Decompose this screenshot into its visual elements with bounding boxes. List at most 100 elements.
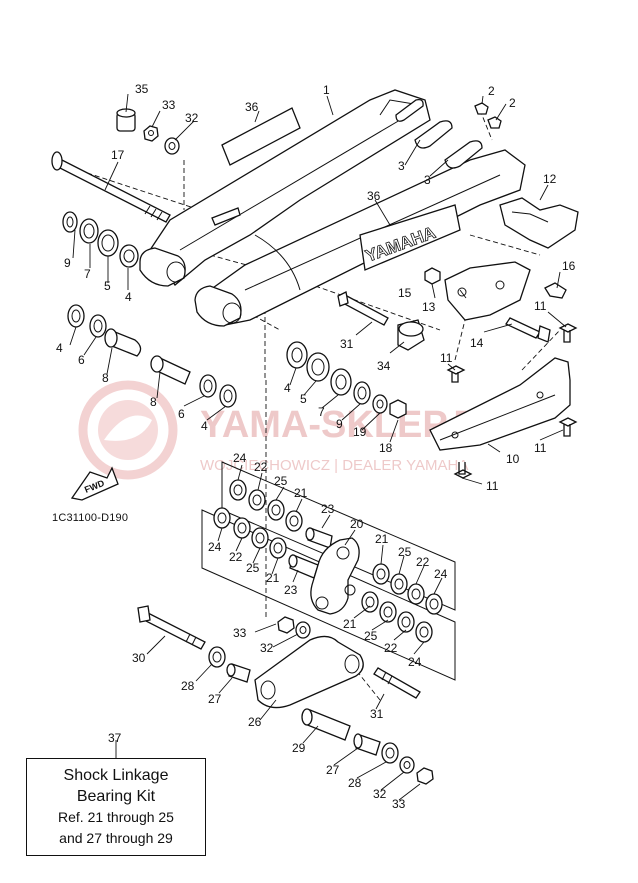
callout-7: 7: [318, 405, 325, 419]
kit-ref-line2: and 27 through 29: [59, 830, 173, 846]
callout-4: 4: [284, 381, 291, 395]
washer-32-top: [164, 137, 180, 155]
callout-25: 25: [274, 474, 288, 488]
fwd-arrow-icon: FWD: [70, 466, 119, 501]
kit-title-line2: Bearing Kit: [76, 788, 156, 805]
callout-36: 36: [367, 189, 381, 203]
callout-22: 22: [416, 555, 430, 569]
watermark-logo: [78, 380, 178, 480]
callout-29: 29: [292, 741, 306, 755]
decal-rear: [359, 204, 461, 271]
callout-20: 20: [350, 517, 364, 531]
bolts-2: [474, 102, 502, 129]
washer-32-lower: [399, 756, 415, 774]
callout-21: 21: [375, 532, 389, 546]
callout-25: 25: [398, 545, 412, 559]
catalog-code: 1C31100-D190: [52, 512, 129, 524]
callout-34: 34: [377, 359, 391, 373]
callout-22: 22: [229, 550, 243, 564]
callout-32: 32: [185, 111, 199, 125]
bolt-31-lower: [373, 667, 421, 699]
callout-24: 24: [434, 567, 448, 581]
callout-24: 24: [233, 451, 247, 465]
callout-25: 25: [246, 561, 260, 575]
screws-11: [446, 323, 578, 479]
callout-9: 9: [336, 417, 343, 431]
callout-2: 2: [509, 96, 516, 110]
callout-15: 15: [398, 286, 412, 300]
bolt-30: [137, 605, 206, 650]
left-bearing-stack: [62, 211, 139, 268]
callout-16: 16: [562, 259, 576, 273]
callout-4: 4: [56, 341, 63, 355]
callout-21: 21: [294, 486, 308, 500]
bolt-15: [424, 267, 441, 285]
callout-31: 31: [340, 337, 354, 351]
callout-3: 3: [424, 173, 431, 187]
callout-32: 32: [260, 641, 274, 655]
callout-35: 35: [135, 82, 149, 96]
callout-28: 28: [181, 679, 195, 693]
callout-11: 11: [486, 479, 499, 493]
kit-title-line1: Shock Linkage: [63, 767, 169, 784]
relay-bearings-lower: [213, 507, 319, 579]
callout-8: 8: [102, 371, 109, 385]
callout-33: 33: [162, 98, 176, 112]
callout-13: 13: [422, 300, 436, 314]
callout-3: 3: [398, 159, 405, 173]
callout-6: 6: [78, 353, 85, 367]
callout-11: 11: [534, 441, 547, 455]
callout-2: 2: [488, 84, 495, 98]
callout-4: 4: [201, 419, 208, 433]
callout-5: 5: [104, 279, 111, 293]
kit-ref-line1: Ref. 21 through 25: [58, 809, 174, 825]
guide-bracket-13: [444, 261, 531, 321]
callout-31: 31: [370, 707, 384, 721]
collar-35: [116, 108, 136, 132]
callout-17: 17: [111, 148, 125, 162]
nut-33-lower: [416, 767, 434, 785]
callout-36: 36: [245, 100, 259, 114]
bolt-14: [505, 317, 551, 343]
bushing-28-lower: [381, 742, 399, 764]
relay-bearings-upper: [229, 479, 333, 549]
callout-8: 8: [150, 395, 157, 409]
callout-labels: 1 2 2 3 3 4 4 4 4 5 5 6 6 7 7 8 8 9 9 10…: [56, 82, 576, 811]
callout-27: 27: [208, 692, 222, 706]
nut-33-top: [143, 125, 159, 142]
callout-27: 27: [326, 763, 340, 777]
callout-23: 23: [284, 583, 298, 597]
callout-14: 14: [470, 336, 484, 350]
chain-slider-10: [429, 357, 571, 451]
decal-top: [221, 107, 301, 166]
chain-adjuster-slot: [414, 120, 453, 149]
collar-34: [397, 319, 425, 351]
callout-21: 21: [343, 617, 357, 631]
callout-9: 9: [64, 256, 71, 270]
callout-12: 12: [543, 172, 557, 186]
callout-7: 7: [84, 267, 91, 281]
relay-bearings-right: [361, 563, 443, 643]
callout-18: 18: [379, 441, 393, 455]
callout-22: 22: [384, 641, 398, 655]
pivot-shaft: [51, 151, 171, 223]
bearing-kit-note: Shock Linkage Bearing Kit Ref. 21 throug…: [26, 758, 206, 856]
callout-33: 33: [233, 626, 247, 640]
callout-11: 11: [534, 299, 547, 313]
callout-28: 28: [348, 776, 362, 790]
bushing-28-upper: [208, 646, 226, 668]
chain-adjuster-slot: [444, 140, 483, 169]
callout-5: 5: [300, 392, 307, 406]
callout-23: 23: [321, 502, 335, 516]
callout-24: 24: [408, 655, 422, 669]
watermark-subline: WOJCIECHOWICZ | DEALER YAMAHA: [200, 457, 468, 474]
left-bushing-stack: [67, 304, 237, 408]
callout-4: 4: [125, 290, 132, 304]
relay-arm-20: [310, 537, 360, 615]
callout-11: 11: [440, 351, 453, 365]
chain-guide-12: [499, 197, 579, 249]
spacer-29: [301, 708, 351, 741]
callout-22: 22: [254, 460, 268, 474]
callout-10: 10: [506, 452, 520, 466]
